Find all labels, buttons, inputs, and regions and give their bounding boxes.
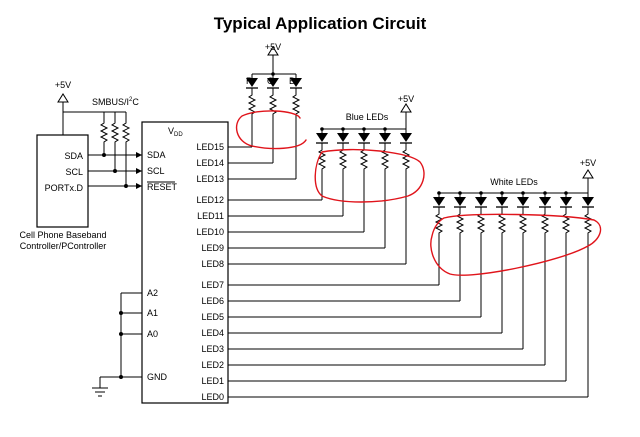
junction-dot <box>437 191 441 195</box>
chip-pin-led9: LED9 <box>201 243 224 253</box>
svg-text:+5V: +5V <box>398 94 414 104</box>
controller-pin-sda: SDA <box>64 151 83 161</box>
chip-pin-led13: LED13 <box>196 174 224 184</box>
pullup-resistors <box>100 112 130 186</box>
chip-pin-led7: LED7 <box>201 280 224 290</box>
junction-dot <box>479 191 483 195</box>
rgb-led-chain <box>228 74 303 180</box>
diagram-title: Typical Application Circuit <box>214 14 427 33</box>
blue-led-chain <box>228 129 413 265</box>
blue-leds-label: Blue LEDs <box>346 112 389 122</box>
chip-pin-led14: LED14 <box>196 158 224 168</box>
white-led-chain <box>228 193 595 398</box>
chip-pin-a0: A0 <box>147 329 158 339</box>
chip-pin-led0: LED0 <box>201 392 224 402</box>
vdd-label: VDD <box>168 126 183 138</box>
white-supply-symbol: +5V <box>439 158 596 194</box>
led-string <box>228 129 329 201</box>
junction-dot <box>320 127 324 131</box>
smbus-label: SMBUS/I2C <box>92 97 139 107</box>
chip-pin-a2: A2 <box>147 288 158 298</box>
led-driver-chip <box>141 121 229 404</box>
chip-pin-scl: SCL <box>147 166 165 176</box>
chip-pin-led1: LED1 <box>201 376 224 386</box>
junction-dot <box>521 191 525 195</box>
chip-pin-led2: LED2 <box>201 360 224 370</box>
led-string <box>228 74 259 148</box>
junction-dot <box>564 191 568 195</box>
led-string <box>228 193 509 334</box>
annotation-circle-white <box>430 213 602 276</box>
junction-dot <box>458 191 462 195</box>
junction-dot <box>383 127 387 131</box>
chip-pin-led12: LED12 <box>196 195 224 205</box>
baseband-controller-block <box>36 134 89 228</box>
chip-pin-led11: LED11 <box>197 211 224 221</box>
led-string <box>228 193 595 398</box>
led-string <box>228 193 446 286</box>
address-ground-wiring <box>92 292 142 397</box>
led-string <box>228 193 488 318</box>
led-string <box>228 129 350 217</box>
controller-pin-scl: SCL <box>65 167 83 177</box>
junction-dot <box>362 127 366 131</box>
bus-wires <box>88 152 142 189</box>
chip-pin-led3: LED3 <box>201 344 224 354</box>
chip-pin-reset: RESET <box>147 182 178 192</box>
annotation-circle-rgb <box>235 110 307 150</box>
svg-text:+5V: +5V <box>265 42 281 52</box>
chip-pin-led4: LED4 <box>201 328 224 338</box>
led-string <box>228 74 280 164</box>
svg-text:+5V: +5V <box>580 158 596 168</box>
annotation-circle-blue <box>314 148 425 203</box>
chip-pin-led10: LED10 <box>196 227 224 237</box>
controller-caption-line1: Cell Phone Baseband <box>19 230 106 240</box>
chip-pin-led5: LED5 <box>201 312 224 322</box>
white-leds-label: White LEDs <box>490 177 538 187</box>
junction-dot <box>271 72 275 76</box>
junction-dot <box>500 191 504 195</box>
chip-pin-led6: LED6 <box>201 296 224 306</box>
chip-pin-led15: LED15 <box>196 142 224 152</box>
controller-pin-portxd: PORTx.D <box>45 183 84 193</box>
led-string <box>228 193 552 366</box>
led-string <box>228 129 392 249</box>
chip-pin-led8: LED8 <box>201 259 224 269</box>
junction-dot <box>341 127 345 131</box>
controller-caption-line2: Controller/PController <box>20 241 107 251</box>
svg-text:+5V: +5V <box>55 80 71 90</box>
led-string <box>228 129 413 265</box>
chip-pin-gnd: GND <box>147 372 168 382</box>
chip-pin-sda: SDA <box>147 150 166 160</box>
chip-pin-a1: A1 <box>147 308 158 318</box>
led-pin-labels: LED15LED14LED13LED12LED11LED10LED9LED8LE… <box>196 142 224 402</box>
junction-dot <box>543 191 547 195</box>
led-string <box>228 74 303 180</box>
led-string <box>228 193 573 382</box>
